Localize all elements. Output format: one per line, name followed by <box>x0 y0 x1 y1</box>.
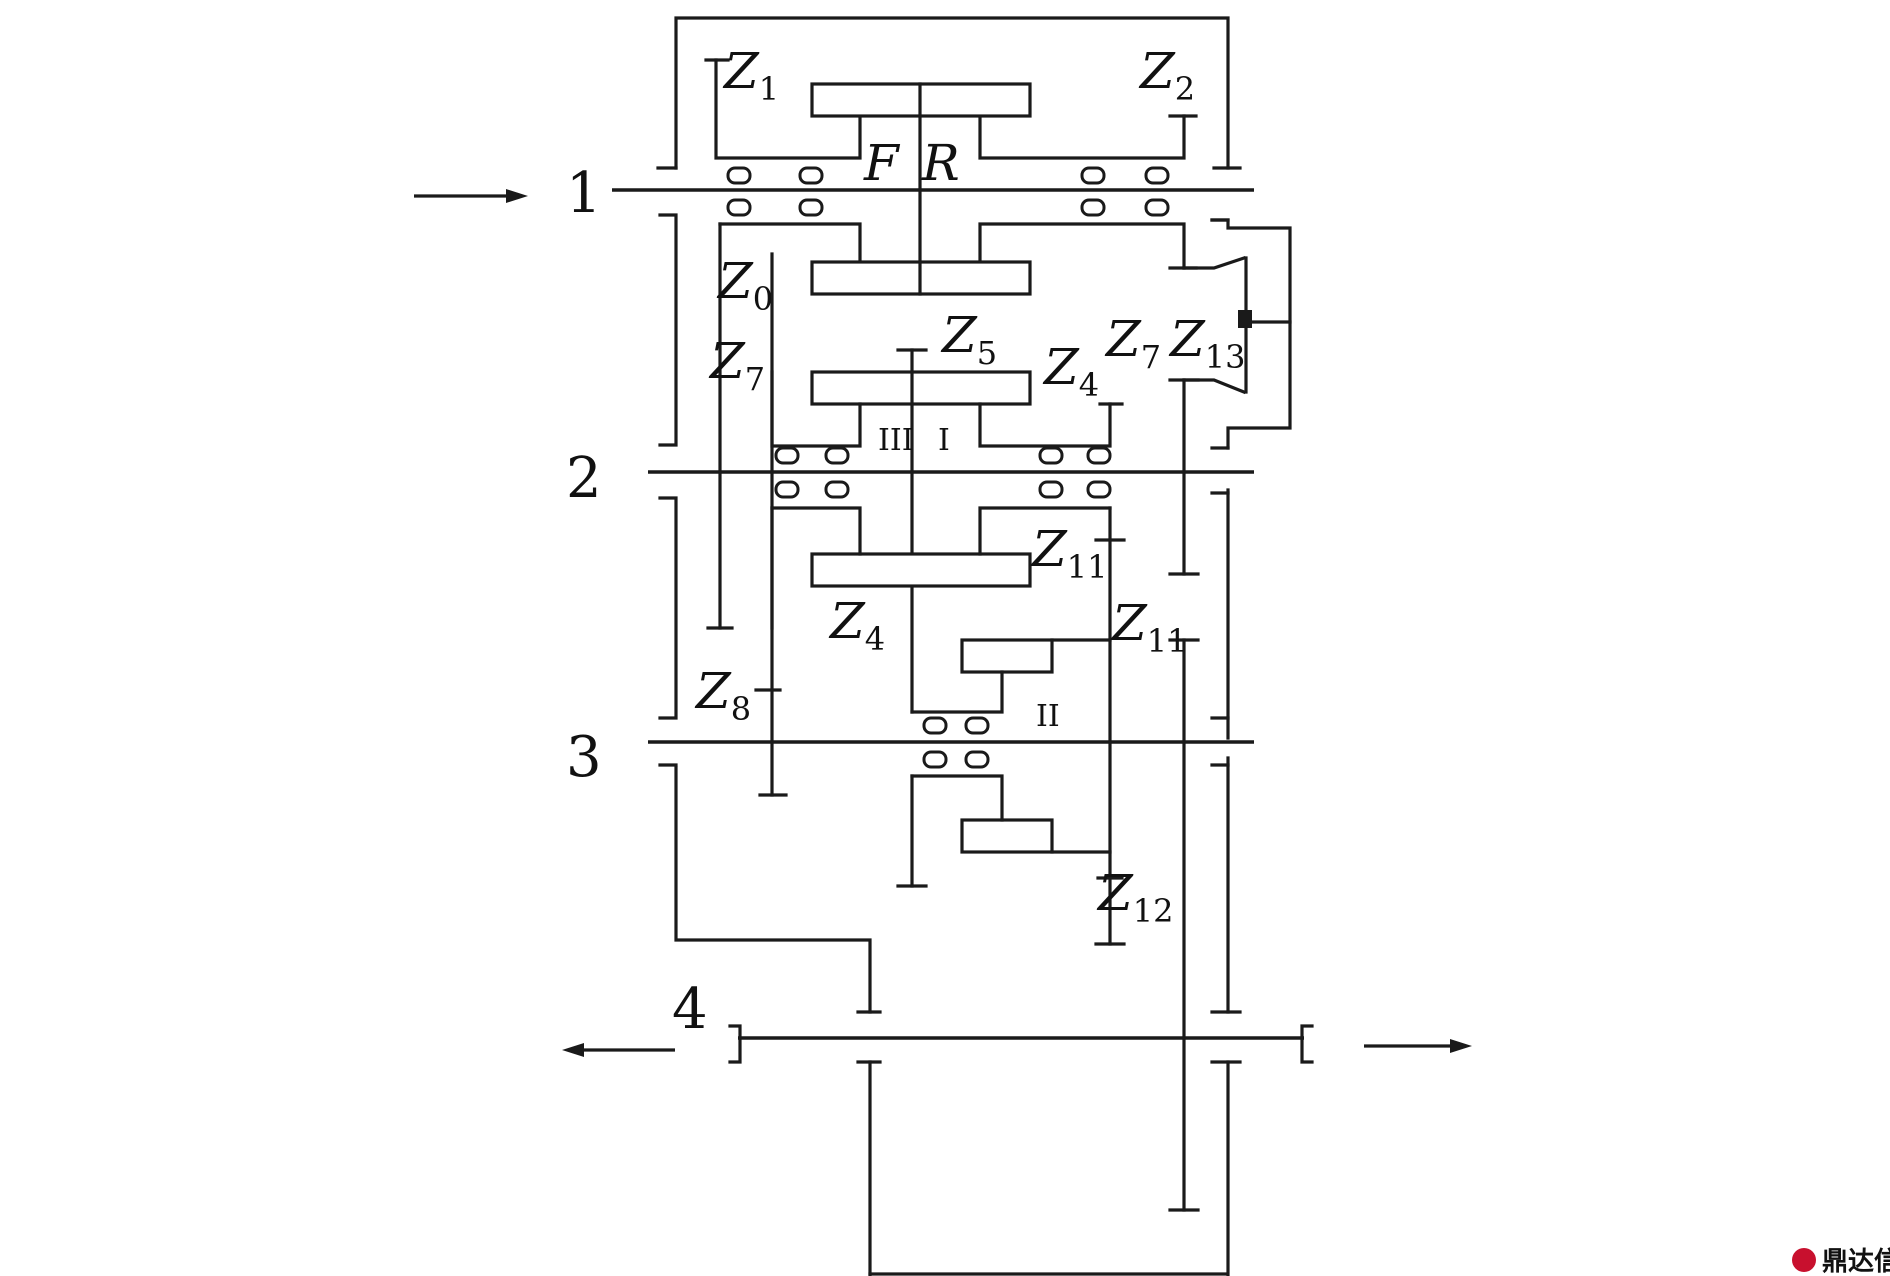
label-z7-right: Z7 <box>1104 310 1161 376</box>
shaft-4 <box>728 1024 1314 1064</box>
label-z12: Z12 <box>1096 864 1173 930</box>
clutch-ii-mark: II <box>1036 699 1060 734</box>
housing-bearing-stubs <box>658 213 1242 1064</box>
clutch-iii-mark: III <box>878 423 914 458</box>
shaft-2-label: 2 <box>566 446 602 511</box>
shaft2-lower-gears <box>754 506 1126 946</box>
clutch-i-mark: I <box>938 423 950 458</box>
watermark-text: 鼎达信 <box>1822 1247 1890 1276</box>
brake-mechanism <box>1182 218 1292 450</box>
label-r: R <box>921 134 960 192</box>
bearings-shaft1 <box>726 166 1170 217</box>
clutch-ii <box>896 638 1124 888</box>
label-z4-right: Z4 <box>1042 338 1099 404</box>
label-z0: Z0 <box>716 252 773 318</box>
label-z4-lower: Z4 <box>828 592 885 658</box>
label-z1: Z1 <box>722 42 779 108</box>
shaft-4-label: 4 <box>672 977 708 1042</box>
shaft-3-label: 3 <box>566 725 602 790</box>
watermark-logo: 鼎达信 <box>1792 1247 1890 1276</box>
bearings-shaft3 <box>922 716 990 769</box>
label-z13: Z13 <box>1168 310 1245 376</box>
label-z5: Z5 <box>940 306 997 372</box>
fr-clutch <box>810 82 1032 296</box>
shaft-1-label: 1 <box>566 161 602 226</box>
clutch-iii-i <box>770 348 1124 714</box>
label-z11-upper: Z11 <box>1030 520 1107 586</box>
housing <box>656 16 1242 1276</box>
output-arrow-left <box>562 1043 675 1057</box>
shaft1-gear-right <box>978 114 1198 274</box>
label-z8: Z8 <box>694 662 751 728</box>
label-z2: Z2 <box>1138 42 1195 108</box>
label-z11-lower: Z11 <box>1110 594 1187 660</box>
z13-column <box>1168 378 1200 1212</box>
label-z7-left: Z7 <box>708 332 765 398</box>
output-arrow-right <box>1364 1039 1472 1053</box>
bearings-shaft2 <box>774 446 1112 499</box>
input-arrow <box>414 189 528 203</box>
label-f: F <box>863 134 901 192</box>
